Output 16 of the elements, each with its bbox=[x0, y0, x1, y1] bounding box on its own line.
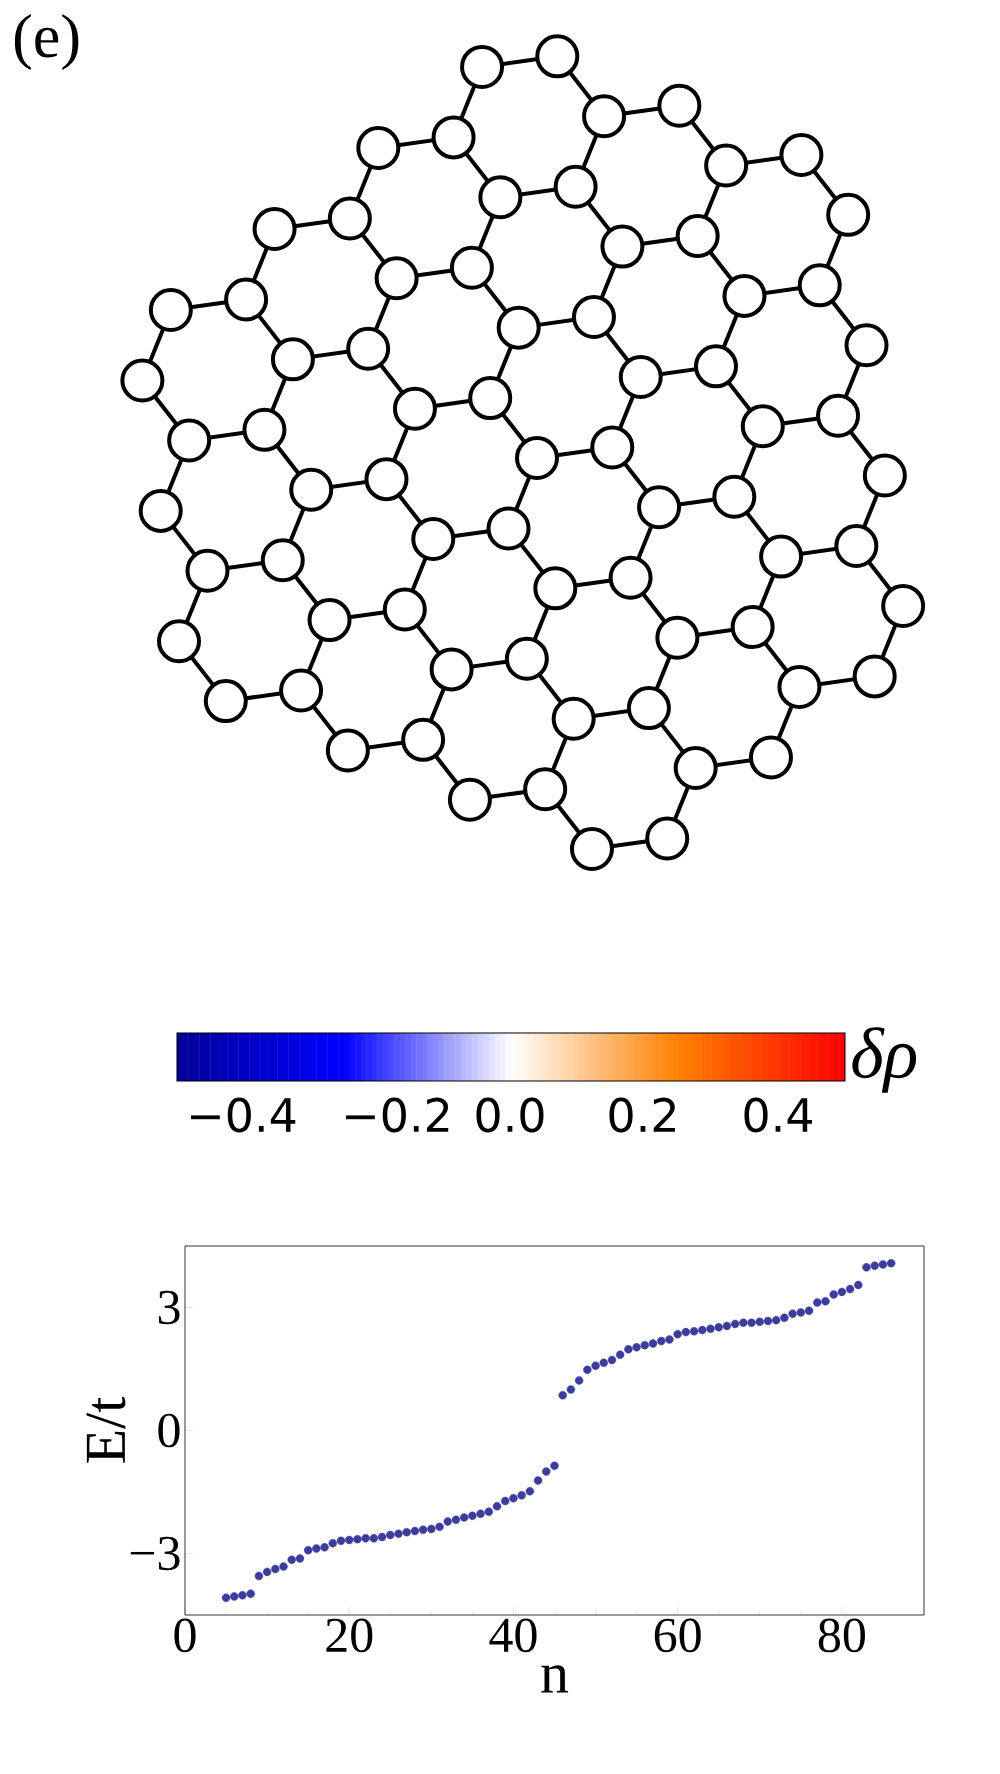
colorbar-tick-label: 0.0 bbox=[476, 1097, 544, 1133]
y-tick-label: 3 bbox=[158, 1290, 180, 1325]
colorbar-tick-label: 0.2 bbox=[609, 1097, 675, 1133]
colorbar-tick-label: −0.4 bbox=[191, 1097, 296, 1133]
x-tick-label: 60 bbox=[654, 1618, 701, 1653]
x-tick-label: 20 bbox=[326, 1618, 373, 1653]
x-tick-label: 80 bbox=[818, 1618, 865, 1653]
y-tick-label: −3 bbox=[130, 1536, 180, 1571]
panel-label: (e) bbox=[14, 13, 79, 71]
y-axis-title: E/t bbox=[86, 1396, 126, 1463]
colorbar-label: δρ bbox=[852, 1027, 917, 1093]
colorbar-tick-label: 0.4 bbox=[744, 1097, 812, 1133]
x-tick-label: 40 bbox=[489, 1618, 537, 1653]
colorbar-tick-label: −0.2 bbox=[346, 1097, 449, 1133]
x-axis-title: n bbox=[541, 1665, 569, 1693]
y-tick-label: 0 bbox=[158, 1413, 180, 1448]
